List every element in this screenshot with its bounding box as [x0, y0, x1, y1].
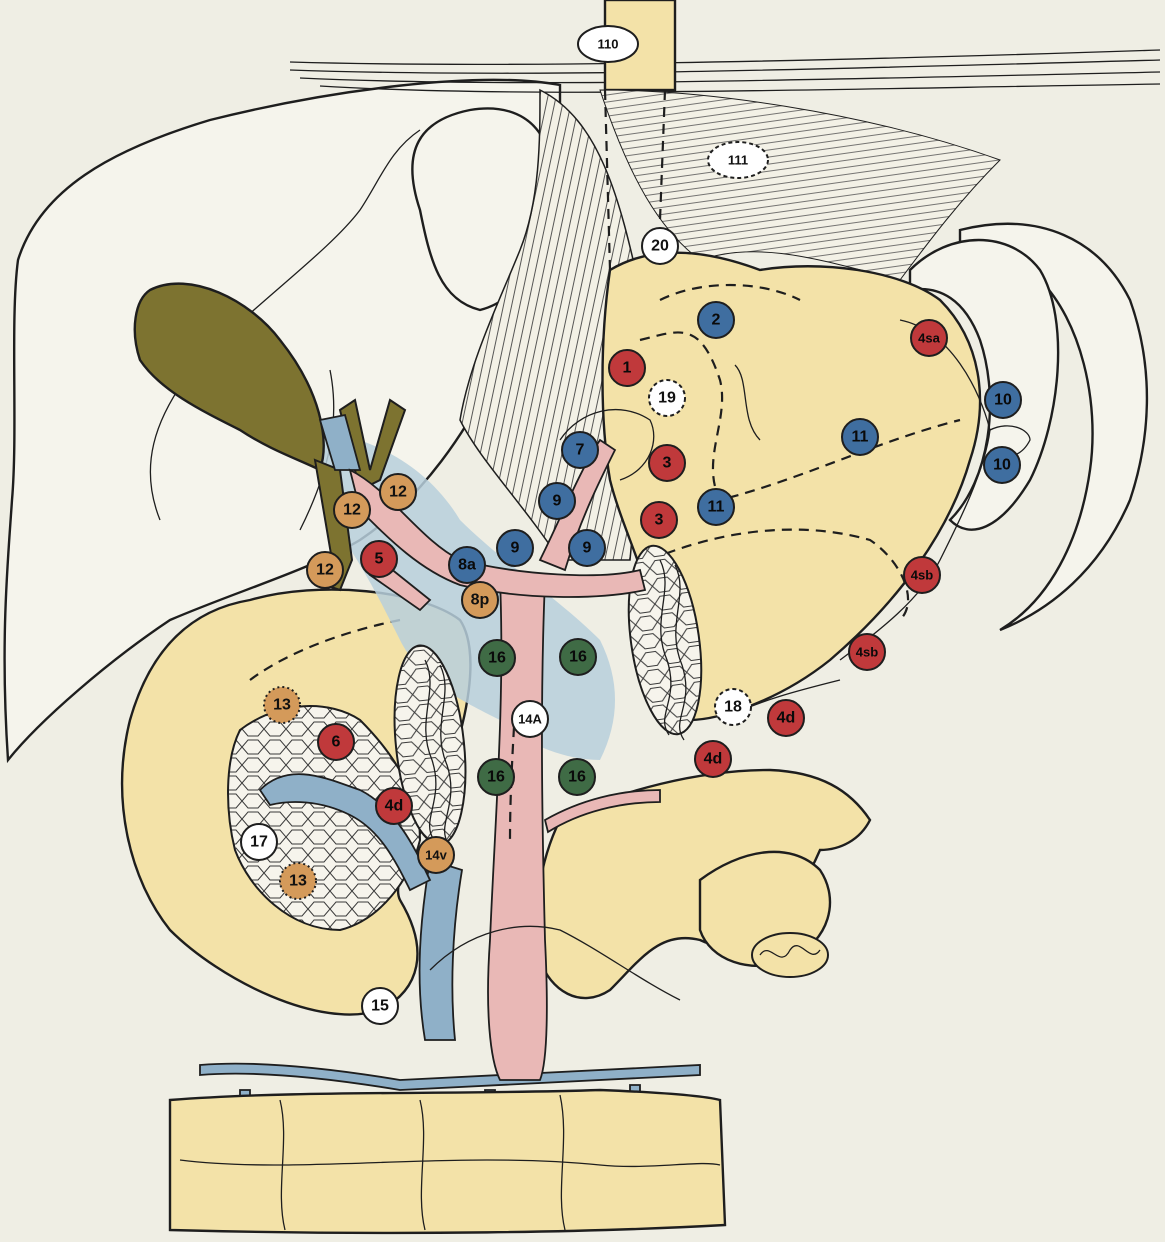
- lymph-node-label: 9: [511, 540, 520, 557]
- lymph-node-4sa: 4sa: [911, 320, 947, 356]
- bowel-lumen: [752, 933, 828, 977]
- lymph-node-16: 16: [559, 759, 595, 795]
- lymph-node-label: 4sb: [856, 645, 878, 660]
- lymph-node-9: 9: [569, 530, 605, 566]
- lymph-node-label: 3: [663, 455, 672, 472]
- lymph-node-4d: 4d: [376, 788, 412, 824]
- lymph-node-label: 8p: [471, 592, 490, 609]
- lymph-node-label: 111: [728, 153, 748, 168]
- lymph-node-label: 8a: [458, 557, 476, 574]
- lymph-node-8a: 8a: [449, 547, 485, 583]
- lymph-node-14v: 14v: [418, 837, 454, 873]
- lymph-node-11: 11: [698, 489, 734, 525]
- lymph-node-label: 11: [852, 429, 869, 446]
- lymph-node-label: 9: [553, 493, 562, 510]
- lymph-node-12: 12: [334, 492, 370, 528]
- lymph-node-16: 16: [479, 640, 515, 676]
- lymph-node-12: 12: [380, 474, 416, 510]
- lymph-node-label: 13: [273, 697, 291, 714]
- lymph-node-7: 7: [562, 432, 598, 468]
- lymph-node-4sb: 4sb: [849, 634, 885, 670]
- lymph-node-11: 11: [842, 419, 878, 455]
- lymph-node-label: 9: [583, 540, 592, 557]
- lymph-node-label: 4sa: [918, 331, 940, 346]
- lymph-node-label: 14v: [425, 848, 447, 863]
- colon: [170, 1090, 725, 1233]
- lymph-node-6: 6: [318, 724, 354, 760]
- lymph-node-label: 19: [658, 390, 676, 407]
- lymph-node-15: 15: [362, 988, 398, 1024]
- lymph-node-13: 13: [264, 687, 300, 723]
- lymph-node-label: 16: [569, 649, 587, 666]
- lymph-node-label: 7: [576, 442, 585, 459]
- lymph-node-label: 110: [598, 37, 619, 52]
- lymph-node-14a: 14A: [512, 701, 548, 737]
- lymph-node-label: 12: [389, 484, 407, 501]
- lymph-node-19: 19: [649, 380, 685, 416]
- lymph-node-label: 18: [724, 699, 742, 716]
- lymph-node-label: 13: [289, 873, 307, 890]
- lymph-node-16: 16: [560, 639, 596, 675]
- lymph-node-label: 20: [651, 238, 669, 255]
- lymph-node-label: 6: [332, 734, 341, 751]
- lymph-node-label: 11: [708, 499, 725, 516]
- lymph-node-4d: 4d: [695, 741, 731, 777]
- lymph-node-label: 3: [655, 512, 664, 529]
- lymph-node-label: 4d: [704, 751, 723, 768]
- lymph-node-20: 20: [642, 228, 678, 264]
- lymph-node-label: 16: [488, 650, 506, 667]
- lymph-node-4sb: 4sb: [904, 557, 940, 593]
- lymph-node-label: 12: [316, 562, 334, 579]
- lymph-node-3: 3: [641, 502, 677, 538]
- lymph-node-8p: 8p: [462, 582, 498, 618]
- lymph-node-label: 10: [994, 392, 1012, 409]
- lymph-node-label: 15: [371, 998, 389, 1015]
- lymph-node-18: 18: [715, 689, 751, 725]
- lymph-node-label: 4sb: [911, 568, 933, 583]
- lymph-node-1: 1: [609, 350, 645, 386]
- lymph-node-17: 17: [241, 824, 277, 860]
- lymph-node-label: 2: [712, 312, 721, 329]
- lymph-node-label: 14A: [518, 712, 542, 727]
- lymph-node-10: 10: [985, 382, 1021, 418]
- lymph-node-label: 16: [568, 769, 586, 786]
- lymph-node-9: 9: [539, 483, 575, 519]
- lymph-node-110: 110: [578, 26, 638, 62]
- lymph-node-label: 17: [250, 834, 268, 851]
- lymph-node-5: 5: [361, 541, 397, 577]
- lymph-node-3: 3: [649, 445, 685, 481]
- lymph-node-2: 2: [698, 302, 734, 338]
- lymph-node-label: 5: [375, 551, 384, 568]
- lymph-node-label: 12: [343, 502, 361, 519]
- lymph-node-12: 12: [307, 552, 343, 588]
- lymph-node-label: 4d: [777, 710, 796, 727]
- lymph-node-9: 9: [497, 530, 533, 566]
- lymph-node-111: 111: [708, 142, 768, 178]
- lymph-node-label: 16: [487, 769, 505, 786]
- lymph-node-label: 10: [993, 457, 1011, 474]
- lymph-node-13: 13: [280, 863, 316, 899]
- lymph-node-16: 16: [478, 759, 514, 795]
- lymph-node-4d: 4d: [768, 700, 804, 736]
- lymph-node-label: 1: [623, 360, 632, 377]
- lymph-node-label: 4d: [385, 798, 404, 815]
- lymph-node-10: 10: [984, 447, 1020, 483]
